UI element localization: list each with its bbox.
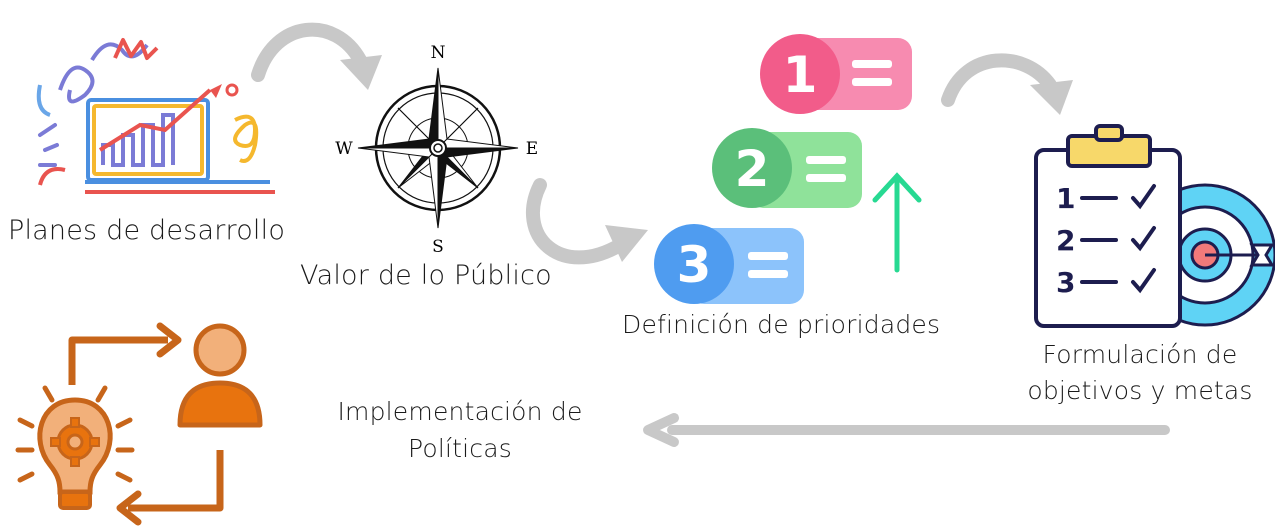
valor-label: Valor de lo Público [300,260,552,291]
lightbulb-person-cycle-icon [15,322,263,526]
compass-n-label: N [431,43,446,63]
clipboard-target-icon: 1 2 3 [1034,124,1275,328]
flow-arrowhead-3 [1030,80,1073,115]
flow-arrowhead-4 [643,413,679,447]
implementacion-label-line2: Políticas [407,434,512,463]
implementacion-label: Implementación de Políticas [300,393,620,467]
compass-s-label: S [432,237,444,257]
formulacion-label-line1: Formulación de [1042,340,1238,369]
implementacion-label-line1: Implementación de [337,397,583,426]
flow-arrow-3 [941,53,1057,107]
priority-number-2: 2 [735,140,770,198]
up-arrow-icon [872,172,922,273]
priority-number-3: 3 [677,236,712,294]
flow-arrowhead-2 [605,225,648,262]
chart-doodle-icon [36,38,275,194]
checklist-number-2: 2 [1056,224,1075,257]
checklist-number-1: 1 [1056,182,1075,215]
compass-rose-icon: N S E W [335,43,538,257]
priority-list-icon: 1 2 3 [654,34,922,304]
priority-item-2: 2 [712,128,862,208]
priority-item-1: 1 [760,34,912,114]
flow-arrow-2 [526,178,627,265]
planes-label: Planes de desarrollo [8,215,286,246]
flow-arrowhead-1 [340,55,382,90]
compass-w-label: W [335,139,353,159]
formulacion-label: Formulación de objetivos y metas [1010,337,1270,409]
priority-item-3: 3 [654,224,804,304]
priority-number-1: 1 [783,46,818,104]
checklist-number-3: 3 [1056,266,1075,299]
flow-arrow-1 [251,22,367,82]
compass-e-label: E [526,139,538,159]
formulacion-label-line2: objetivos y metas [1027,376,1253,405]
prioridades-label: Definición de prioridades [622,310,941,339]
